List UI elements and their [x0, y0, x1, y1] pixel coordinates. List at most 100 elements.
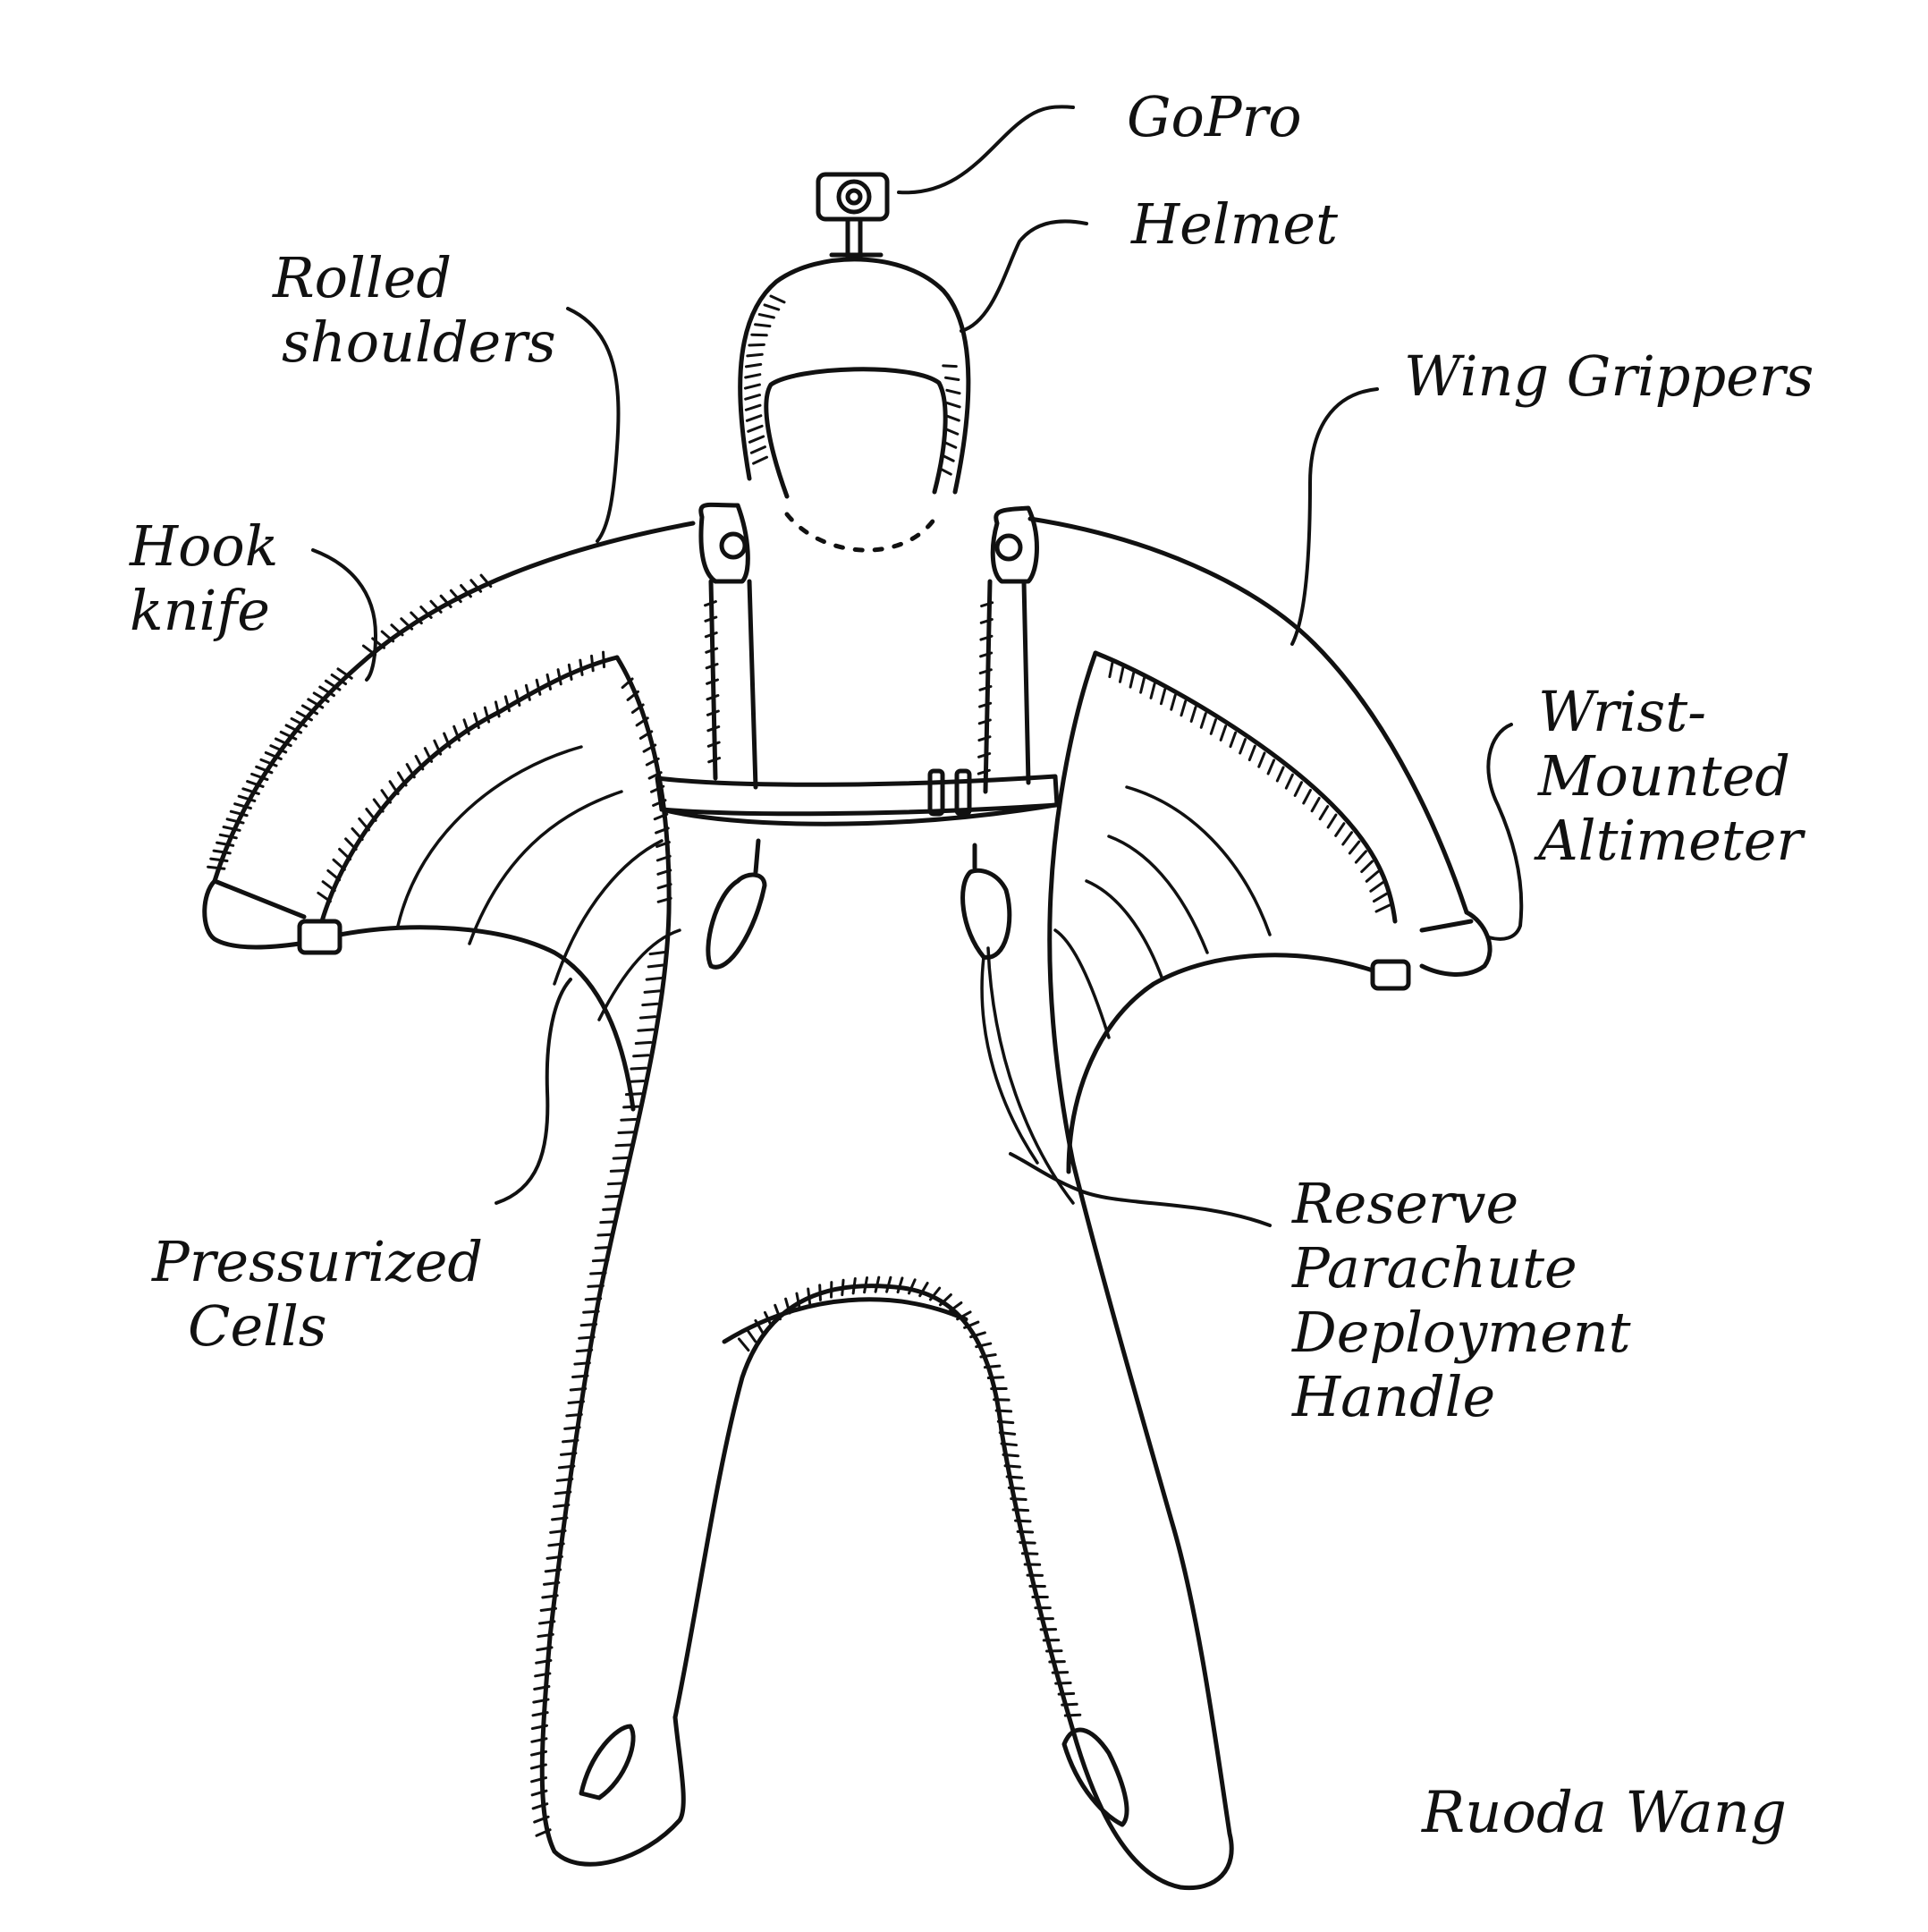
leader-rolled-shoulders — [568, 309, 618, 541]
label-line: Helmet — [1131, 192, 1338, 257]
stitch-hatch — [606, 1196, 621, 1197]
stitch-hatch — [549, 1544, 563, 1546]
stitch-hatch — [1349, 842, 1358, 853]
stitch-hatch — [352, 828, 362, 839]
stitch-hatch — [1259, 753, 1264, 767]
stitch-hatch — [749, 436, 763, 442]
stitch-hatch — [547, 1556, 562, 1558]
stitch-hatch — [608, 1183, 622, 1184]
stitch-hatch — [1003, 1454, 1018, 1455]
stitch-hatch — [553, 1518, 567, 1520]
stitch-hatch — [754, 457, 767, 463]
stitch-hatch — [1240, 740, 1246, 753]
stitch-hatch — [555, 1492, 570, 1494]
stitch-hatch — [650, 953, 664, 954]
stitch-hatch — [565, 1428, 579, 1429]
stitch-hatch — [575, 1363, 589, 1364]
label-line: Parachute — [1292, 1236, 1631, 1301]
stitch-hatch — [631, 1068, 646, 1069]
stitch-hatch — [745, 385, 759, 388]
stitch-hatch — [622, 1119, 636, 1120]
stitch-hatch — [1277, 767, 1283, 781]
stitch-hatch — [1304, 790, 1311, 803]
stitch-hatch — [551, 1530, 565, 1532]
stitch-hatch — [1362, 861, 1373, 872]
stitch-hatch — [706, 617, 716, 621]
stitch-hatch — [647, 978, 661, 979]
label-line: Deployment — [1292, 1301, 1631, 1365]
stitch-hatch — [1120, 667, 1122, 682]
stitch-hatch — [1181, 701, 1186, 716]
stitch-hatch — [571, 1389, 585, 1390]
stitch-hatch — [545, 1570, 560, 1572]
stitch-hatch — [214, 851, 230, 853]
stitch-hatch — [581, 1325, 596, 1326]
leader-helmet — [961, 221, 1087, 331]
label-gopro: GoPro — [1127, 85, 1302, 149]
stitch-hatch — [624, 1106, 638, 1107]
stitch-hatch — [947, 416, 960, 420]
stitch-hatch — [751, 447, 765, 453]
leader-wing-grippers — [1292, 389, 1377, 644]
stitch-hatch — [706, 665, 717, 668]
stitch-hatch — [1005, 1466, 1019, 1467]
stitch-hatch — [1059, 1693, 1073, 1694]
stitch-hatch — [820, 1285, 821, 1300]
stitch-hatch — [1201, 714, 1205, 728]
stitch-hatch — [584, 1311, 598, 1312]
stitch-hatch — [1356, 852, 1366, 862]
stitch-hatch — [543, 1596, 557, 1597]
label-line: Cells — [188, 1294, 483, 1359]
leader-pressurized-cells — [496, 979, 571, 1203]
label-line: Handle — [1292, 1365, 1631, 1429]
stitch-hatch — [1110, 662, 1112, 676]
helmet — [740, 259, 968, 550]
stitch-hatch — [554, 1504, 568, 1506]
stitch-hatch — [558, 670, 561, 684]
stitch-hatch — [1062, 1704, 1077, 1705]
label-line: knife — [130, 579, 278, 643]
harness-straps — [657, 504, 1057, 967]
stitch-hatch — [604, 1209, 618, 1210]
stitch-hatch — [1249, 746, 1255, 759]
stitch-hatch — [759, 315, 774, 318]
stitch-hatch — [601, 1222, 615, 1223]
label-line: Wing Grippers — [1404, 344, 1814, 409]
stitch-hatch — [943, 366, 957, 367]
stitch-hatch — [569, 665, 571, 679]
stitch-hatch — [842, 1280, 843, 1294]
stitch-hatch — [1056, 1683, 1070, 1684]
stitch-hatch — [579, 1337, 594, 1338]
stitch-hatch — [1018, 1531, 1032, 1532]
stitch-hatch — [945, 429, 957, 435]
stitch-hatch — [1065, 1715, 1079, 1716]
stitch-hatch — [1171, 695, 1175, 709]
label-line: Reserve — [1292, 1172, 1631, 1236]
label-wing-grippers: Wing Grippers — [1404, 344, 1814, 409]
stitch-hatch — [945, 377, 958, 379]
stitch-hatch — [1191, 708, 1196, 722]
stitch-hatch — [648, 965, 663, 967]
stitch-hatch — [613, 1157, 628, 1158]
stitch-hatch — [1268, 760, 1274, 774]
stitch-hatch — [611, 1171, 625, 1172]
stitch-hatch — [1286, 775, 1292, 788]
label-pressurized-cells: Pressurized Cells — [152, 1230, 483, 1359]
stitch-hatch — [875, 1277, 879, 1292]
stitch-hatch — [616, 1145, 630, 1146]
label-helmet: Helmet — [1131, 192, 1338, 257]
stitch-hatch — [1013, 1510, 1027, 1511]
stitch-hatch — [359, 818, 369, 830]
stitch-hatch — [747, 1329, 755, 1341]
stitch-hatch — [367, 809, 376, 821]
stitch-hatch — [1320, 807, 1328, 819]
stitch-hatch — [706, 602, 716, 606]
stitch-hatch — [593, 1260, 607, 1261]
stitch-hatch — [573, 1376, 588, 1377]
stitch-hatch — [1011, 1499, 1026, 1500]
stitch-hatch — [808, 1289, 810, 1303]
stitch-hatch — [1009, 1487, 1023, 1488]
stitch-hatch — [1000, 1433, 1014, 1435]
stitch-hatch — [636, 1042, 650, 1043]
